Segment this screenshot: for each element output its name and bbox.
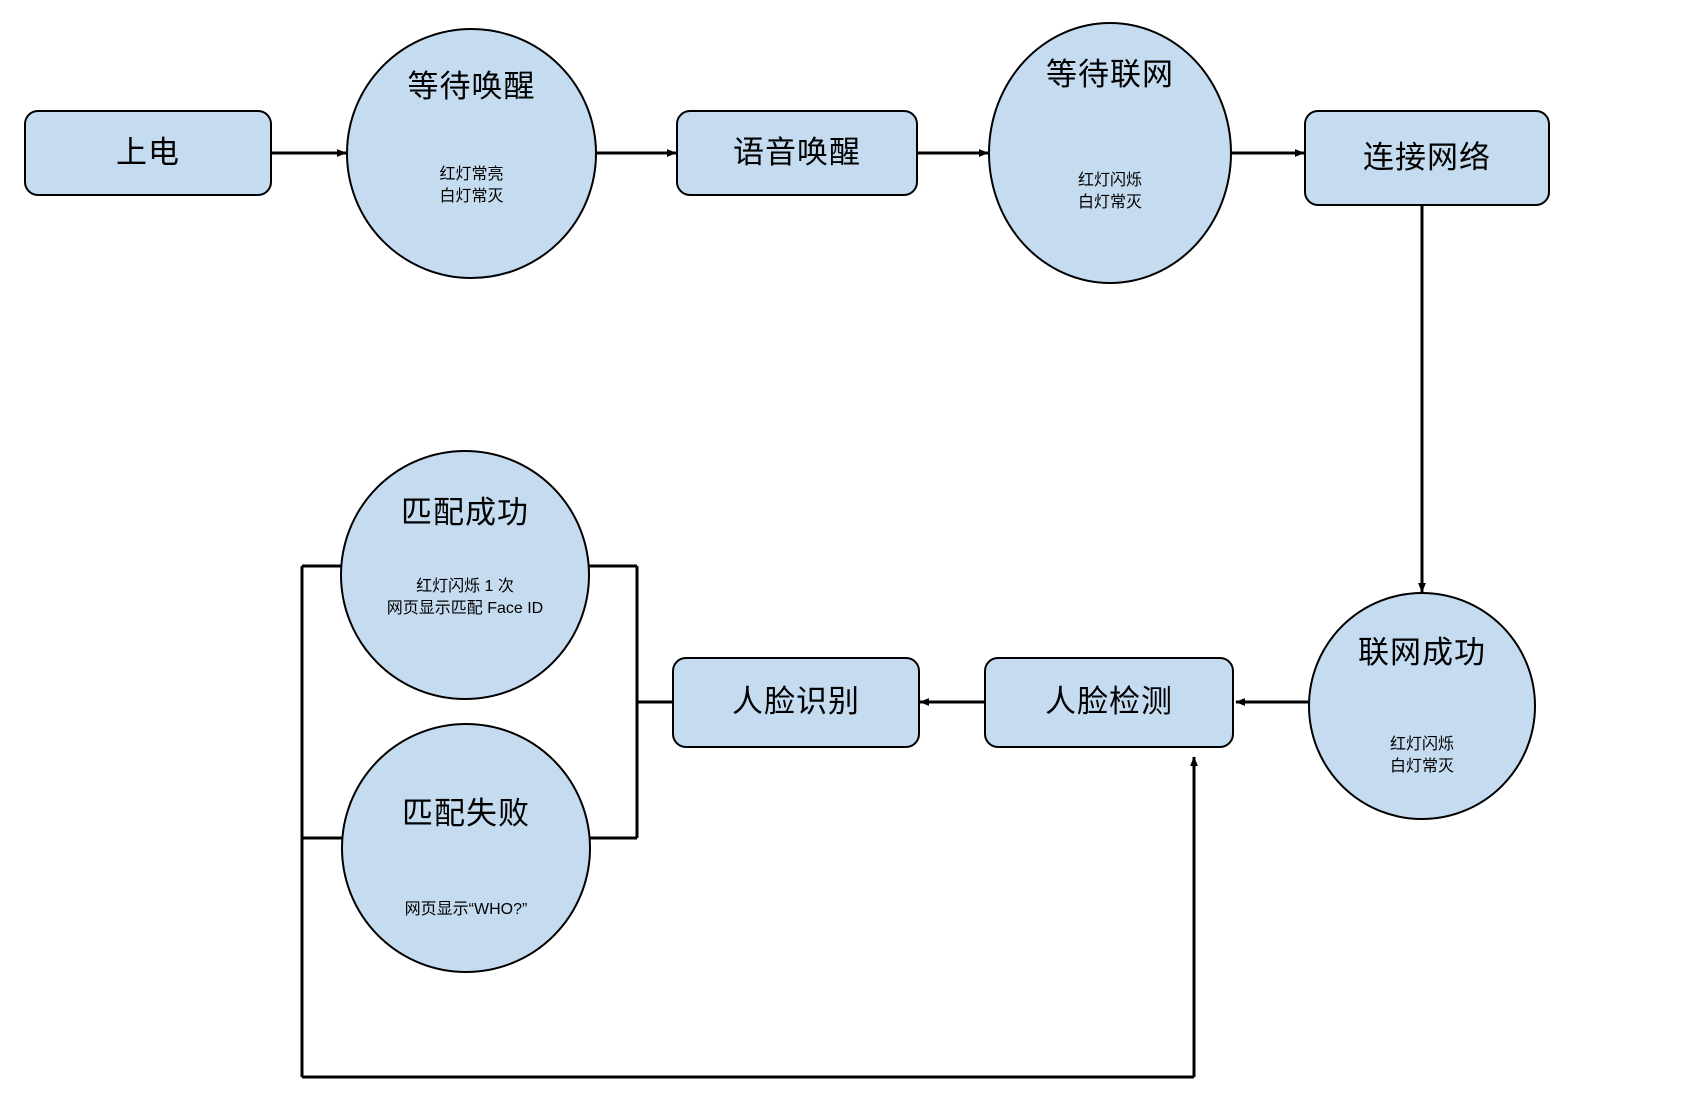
node-wait-wake-title: 等待唤醒 <box>407 69 536 104</box>
node-face-detect-title: 人脸检测 <box>1045 684 1173 720</box>
node-match-success-sub-2: 网页显示匹配 Face ID <box>386 599 544 617</box>
node-match-fail[interactable]: 匹配失败 网页显示“WHO?” <box>341 723 591 973</box>
node-power-on-title: 上电 <box>116 134 180 170</box>
node-wait-network-title: 等待联网 <box>1046 57 1174 92</box>
node-connect-network-title: 连接网络 <box>1363 139 1491 175</box>
node-wait-network[interactable]: 等待联网 红灯闪烁 白灯常灭 <box>988 22 1232 284</box>
node-network-success-sub-2: 白灯常灭 <box>1389 757 1454 775</box>
node-match-success[interactable]: 匹配成功 红灯闪烁 1 次 网页显示匹配 Face ID <box>340 450 590 700</box>
node-face-recognize-title: 人脸识别 <box>732 684 860 720</box>
node-match-success-sub-1: 红灯闪烁 1 次 <box>416 578 514 596</box>
node-match-fail-title: 匹配失败 <box>402 796 530 831</box>
node-wait-network-sub-1: 红灯闪烁 <box>1077 172 1142 190</box>
node-wait-network-sub-2: 白灯常灭 <box>1077 193 1142 211</box>
node-network-success-sub-1: 红灯闪烁 <box>1389 736 1454 754</box>
node-match-success-title: 匹配成功 <box>401 495 529 530</box>
node-wait-wake-sub-2: 白灯常灭 <box>439 187 504 205</box>
node-power-on[interactable]: 上电 <box>24 110 272 196</box>
node-wait-wake[interactable]: 等待唤醒 红灯常亮 白灯常灭 <box>346 28 597 279</box>
node-face-detect[interactable]: 人脸检测 <box>984 657 1234 748</box>
node-connect-network[interactable]: 连接网络 <box>1304 110 1550 206</box>
node-face-recognize[interactable]: 人脸识别 <box>672 657 920 748</box>
node-match-fail-sub-1: 网页显示“WHO?” <box>404 901 528 919</box>
node-wait-wake-sub-1: 红灯常亮 <box>439 166 504 184</box>
node-network-success[interactable]: 联网成功 红灯闪烁 白灯常灭 <box>1308 592 1536 820</box>
node-voice-wake[interactable]: 语音唤醒 <box>676 110 918 196</box>
node-voice-wake-title: 语音唤醒 <box>733 134 861 170</box>
node-network-success-title: 联网成功 <box>1358 635 1486 670</box>
